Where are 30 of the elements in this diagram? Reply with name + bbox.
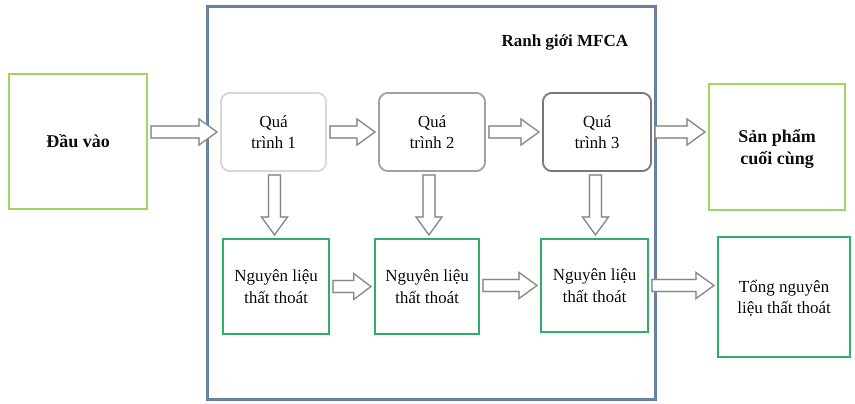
block-arrow	[332, 272, 372, 301]
box-label: Tổng nguyên liệu thất thoát	[736, 276, 832, 318]
box-label: Sản phẩm cuối cùng	[737, 124, 817, 170]
input-box	[8, 73, 148, 210]
box-label: Nguyên liệu thất thoát	[233, 265, 319, 308]
process-box	[378, 92, 486, 172]
block-arrow	[651, 271, 716, 300]
box-label: Quá trình 2	[408, 110, 456, 154]
loss-box	[540, 238, 649, 333]
block-arrow	[482, 271, 538, 300]
process-box	[542, 92, 652, 172]
block-arrow	[414, 174, 444, 236]
loss-box	[717, 236, 851, 358]
block-arrow	[260, 174, 289, 236]
box-label: Đầu vào	[46, 130, 110, 153]
loss-box	[222, 238, 330, 335]
process-box	[220, 92, 327, 172]
block-arrow	[488, 118, 540, 146]
box-label: Quá trình 1	[250, 110, 297, 154]
box-label: Nguyên liệu thất thoát	[552, 264, 638, 307]
block-arrow	[654, 118, 706, 146]
boundary-frame	[206, 5, 657, 401]
box-label: Nguyên liệu thất thoát	[384, 265, 470, 308]
block-arrow	[329, 118, 376, 146]
block-arrow	[581, 174, 610, 236]
output-box	[708, 83, 846, 211]
boundary-title: Ranh giới MFCA	[501, 30, 628, 52]
block-arrow	[150, 118, 218, 146]
box-label: Quá trình 3	[574, 110, 620, 154]
loss-box	[374, 238, 480, 335]
